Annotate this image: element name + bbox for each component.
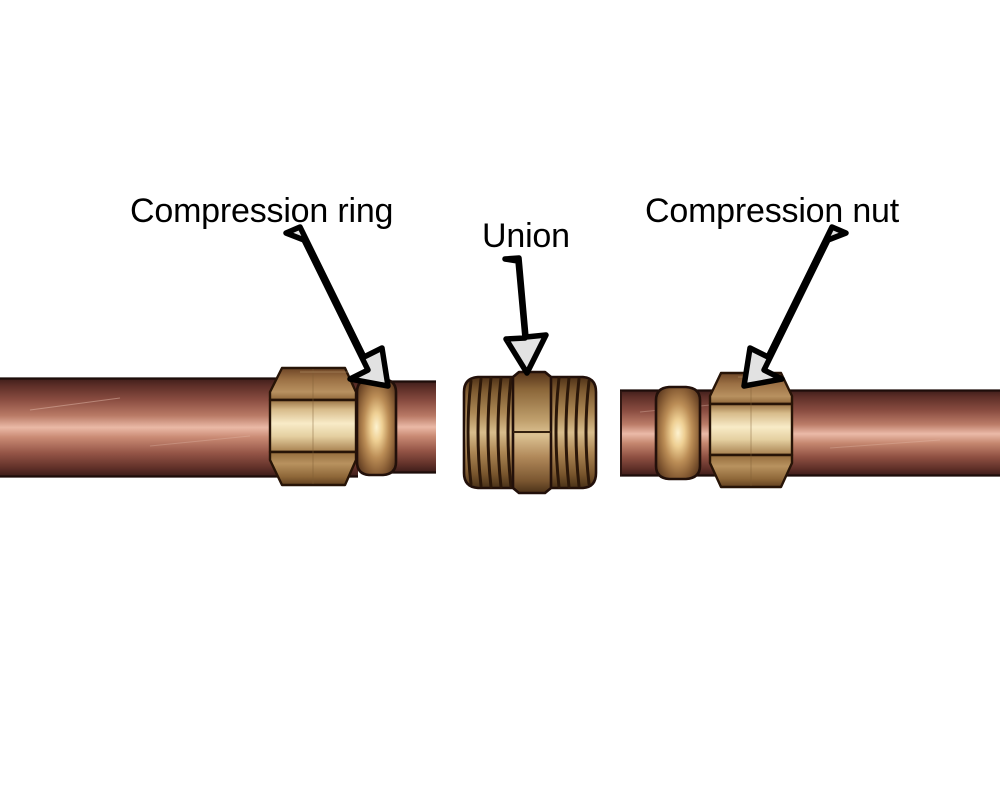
copper-pipe-left-stub xyxy=(392,380,436,474)
label-union: Union xyxy=(482,217,570,255)
arrow-compression-nut xyxy=(741,224,849,389)
union-fitting xyxy=(462,370,598,495)
arrow-compression-ring xyxy=(283,224,391,389)
union-threads-left xyxy=(466,376,513,489)
compression-nut-left xyxy=(268,366,358,487)
union-hex-collar xyxy=(511,370,553,495)
label-compression-nut: Compression nut xyxy=(645,192,900,230)
arrow-union xyxy=(502,255,549,376)
compression-ring-left xyxy=(355,377,398,477)
compression-nut-right xyxy=(708,371,794,489)
label-compression-ring: Compression ring xyxy=(130,192,394,230)
right-pipe-assembly xyxy=(620,371,1000,489)
compression-ring-right xyxy=(654,385,702,481)
left-pipe-assembly xyxy=(0,366,436,487)
